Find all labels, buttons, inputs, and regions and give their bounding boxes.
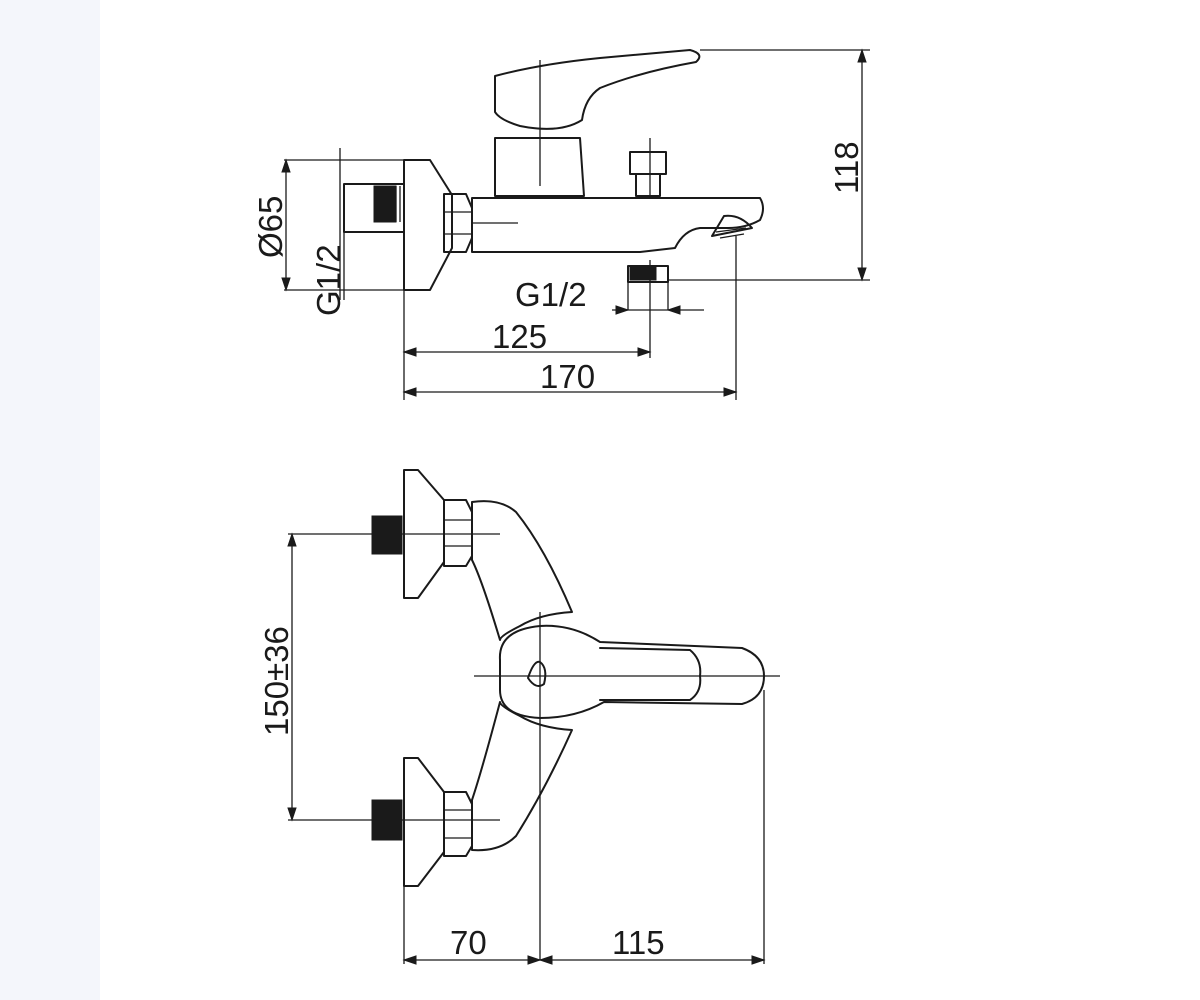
dim-inlet-thread-label: G1/2 <box>310 244 347 316</box>
top-center-cap <box>527 660 547 687</box>
side-hex-nut <box>443 193 473 253</box>
dim-wall-to-axis-label: 70 <box>450 924 487 961</box>
side-view: Ø65 G1/2 118 G1/2 125 170 <box>252 48 870 400</box>
top-upper-nut <box>443 499 473 567</box>
dim-spout-length-label: 170 <box>540 358 595 395</box>
top-view: 150±36 70 115 <box>258 469 780 965</box>
side-diverter-knob <box>629 151 667 175</box>
side-diverter-stem <box>635 173 661 197</box>
side-strip <box>0 0 100 1000</box>
top-lower-nut <box>443 791 473 857</box>
side-inlet-thread <box>373 185 397 223</box>
top-upper-thread <box>371 515 403 555</box>
side-body <box>471 197 764 253</box>
top-body <box>471 500 573 641</box>
dim-height-label: 118 <box>828 141 865 194</box>
side-lever <box>494 49 701 130</box>
side-inlet-pipe <box>343 183 405 233</box>
dim-inlet-spacing-label: 150±36 <box>258 626 295 736</box>
dim-axis-to-handle-label: 115 <box>612 924 665 961</box>
dim-outlet-thread-label: G1/2 <box>515 276 587 313</box>
dim-diameter-label: Ø65 <box>252 196 289 258</box>
top-lower-flange <box>403 757 445 887</box>
side-spout-tip <box>711 214 753 237</box>
dim-outlet-distance-label: 125 <box>492 318 547 355</box>
side-cartridge <box>494 137 585 197</box>
top-lever-inner <box>599 647 702 701</box>
